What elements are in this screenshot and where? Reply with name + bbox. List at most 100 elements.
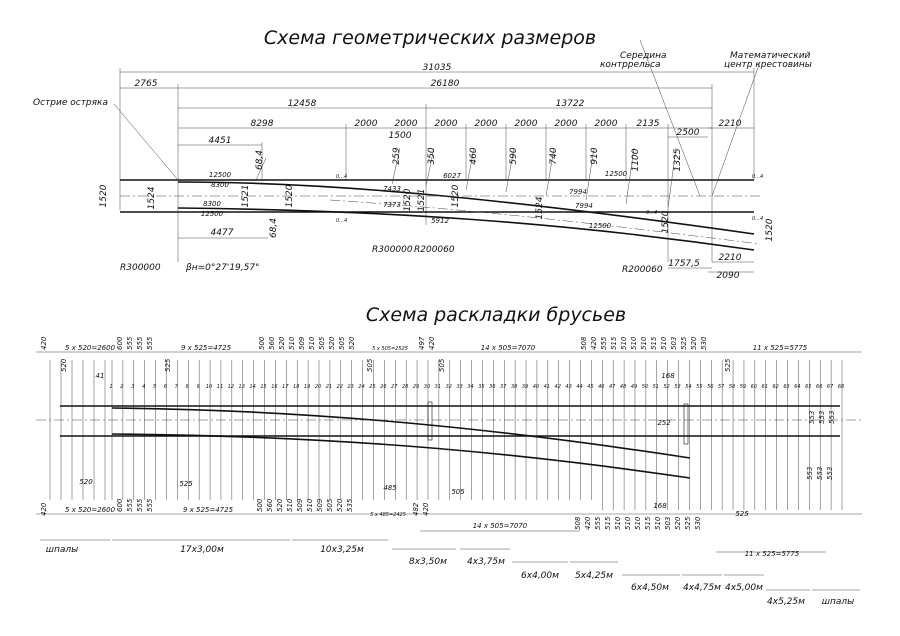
tie-number-13: 13: [239, 384, 245, 390]
len-8300-b: 8300: [203, 200, 221, 208]
tdim-508: 508: [580, 336, 588, 350]
curved-rail-outer: [177, 181, 755, 235]
label-r200060-right: R200060: [622, 265, 663, 275]
idim-505-top-a: 505: [366, 358, 374, 372]
offset-350: 350: [427, 147, 437, 164]
idim-525-top: 525: [164, 358, 172, 372]
group-ties-left: шпалы: [46, 545, 79, 555]
tie-number-57: 57: [718, 384, 725, 390]
tie-number-46: 46: [598, 384, 604, 390]
tie-number-28: 28: [402, 384, 408, 390]
bdim-520: 520: [674, 516, 682, 530]
tie-number-54: 54: [685, 384, 691, 390]
offset-740: 740: [549, 147, 559, 164]
len-12500-d: 12500: [589, 222, 612, 230]
tdim-420-c: 420: [590, 336, 598, 350]
len-7994-a: 7994: [569, 188, 587, 196]
offset-259: 259: [392, 147, 402, 164]
tie-number-19: 19: [304, 384, 310, 390]
tdim-600: 600: [116, 336, 124, 350]
tie-number-49: 49: [631, 384, 637, 390]
tdim-555-b: 555: [136, 336, 144, 350]
dim-2000a: 2000: [355, 119, 378, 129]
tie-number-34: 34: [467, 384, 473, 390]
tol-0-4-b: 0...4: [336, 218, 347, 224]
idim-525-bot: 525: [179, 480, 193, 488]
bdim-505: 505: [326, 498, 334, 512]
gauge-1520-b: 1520: [285, 184, 295, 207]
dim-2000e: 2000: [515, 119, 538, 129]
tie-number-64: 64: [794, 384, 800, 390]
tie-number-37: 37: [500, 384, 507, 390]
group-6x4: 6x4,00м: [521, 571, 559, 581]
idim-520-top: 520: [60, 358, 68, 372]
rdim-553-d: 553: [806, 467, 814, 480]
curved-rail-inner: [177, 207, 755, 251]
tie-number-67: 67: [827, 384, 834, 390]
geometry-schema: 2765 31035 26180 12458 13722 8298 4451 2…: [33, 39, 812, 281]
tol-0-4-a: 0...4: [336, 174, 347, 180]
bdim-510-a: 510: [286, 498, 294, 512]
dim-13722: 13722: [556, 99, 585, 109]
tdim-9x525: 9 x 525=4725: [181, 344, 232, 352]
tdim-520-d: 520: [690, 336, 698, 350]
dim-2000f: 2000: [555, 119, 578, 129]
tdim-560: 560: [268, 336, 276, 350]
tie-number-11: 11: [217, 384, 223, 390]
len-7373: 7373: [383, 201, 401, 209]
tie-number-24: 24: [358, 384, 364, 390]
gauge-1524-left: 1524: [147, 186, 157, 209]
gauge-1520-left: 1520: [99, 184, 109, 207]
bdim-5x520: 5 x 520=2600: [65, 506, 116, 514]
bdim-530: 530: [694, 516, 702, 530]
tdim-510-d: 510: [630, 336, 638, 350]
tie-number-22: 22: [337, 384, 343, 390]
dim-2000c: 2000: [435, 119, 458, 129]
bdim-5x485: 5 x 485=2425: [370, 512, 406, 518]
rdim-553-c: 553: [828, 411, 836, 424]
tie-number-40: 40: [533, 384, 539, 390]
tie-number-17: 17: [282, 384, 289, 390]
dim-2765: 2765: [135, 79, 158, 89]
tie-number-6: 6: [164, 384, 167, 390]
tdim-11x525: 11 x 525=5775: [753, 344, 808, 352]
dim-2090: 2090: [717, 271, 740, 281]
bdim-14x505: 14 x 505=7070: [473, 522, 528, 530]
bdim-560: 560: [266, 498, 274, 512]
tie-number-21: 21: [326, 384, 332, 390]
tdim-500: 500: [258, 336, 266, 350]
bdim-515-b: 515: [644, 516, 652, 530]
len-8300-a: 8300: [211, 181, 229, 189]
idim-252: 252: [657, 419, 671, 427]
tdim-530: 530: [700, 336, 708, 350]
title-geometry: Схема геометрических размеров: [264, 27, 596, 49]
group-8x3-5: 8x3,50м: [409, 557, 447, 567]
tdim-420-b: 420: [428, 336, 436, 350]
tie-number-30: 30: [424, 384, 430, 390]
gauge-1524-mid: 1524: [535, 196, 545, 219]
tdim-555-a: 555: [126, 336, 134, 350]
tdim-555-c: 555: [146, 336, 154, 350]
tdim-505-b: 505: [338, 336, 346, 350]
tie-number-5: 5: [153, 384, 156, 390]
bdim-510-e: 510: [634, 516, 642, 530]
tie-number-65: 65: [805, 384, 811, 390]
gauge-1520-c: 1520: [403, 188, 413, 211]
tie-number-52: 52: [663, 384, 669, 390]
tie-number-29: 29: [413, 384, 419, 390]
bdim-520-a: 520: [276, 498, 284, 512]
tdim-520-c: 520: [348, 336, 356, 350]
tie-number-27: 27: [391, 384, 398, 390]
tdim-525-a: 525: [680, 336, 688, 350]
idim-41: 41: [96, 372, 105, 380]
bdim-510-b: 510: [306, 498, 314, 512]
tie-number-3: 3: [131, 384, 134, 390]
idim-485-bot: 485: [383, 484, 397, 492]
tie-number-18: 18: [293, 384, 299, 390]
len-12500-a: 12500: [209, 171, 232, 179]
group-4x3-75: 4x3,75м: [467, 557, 505, 567]
offset-1325: 1325: [673, 148, 683, 171]
